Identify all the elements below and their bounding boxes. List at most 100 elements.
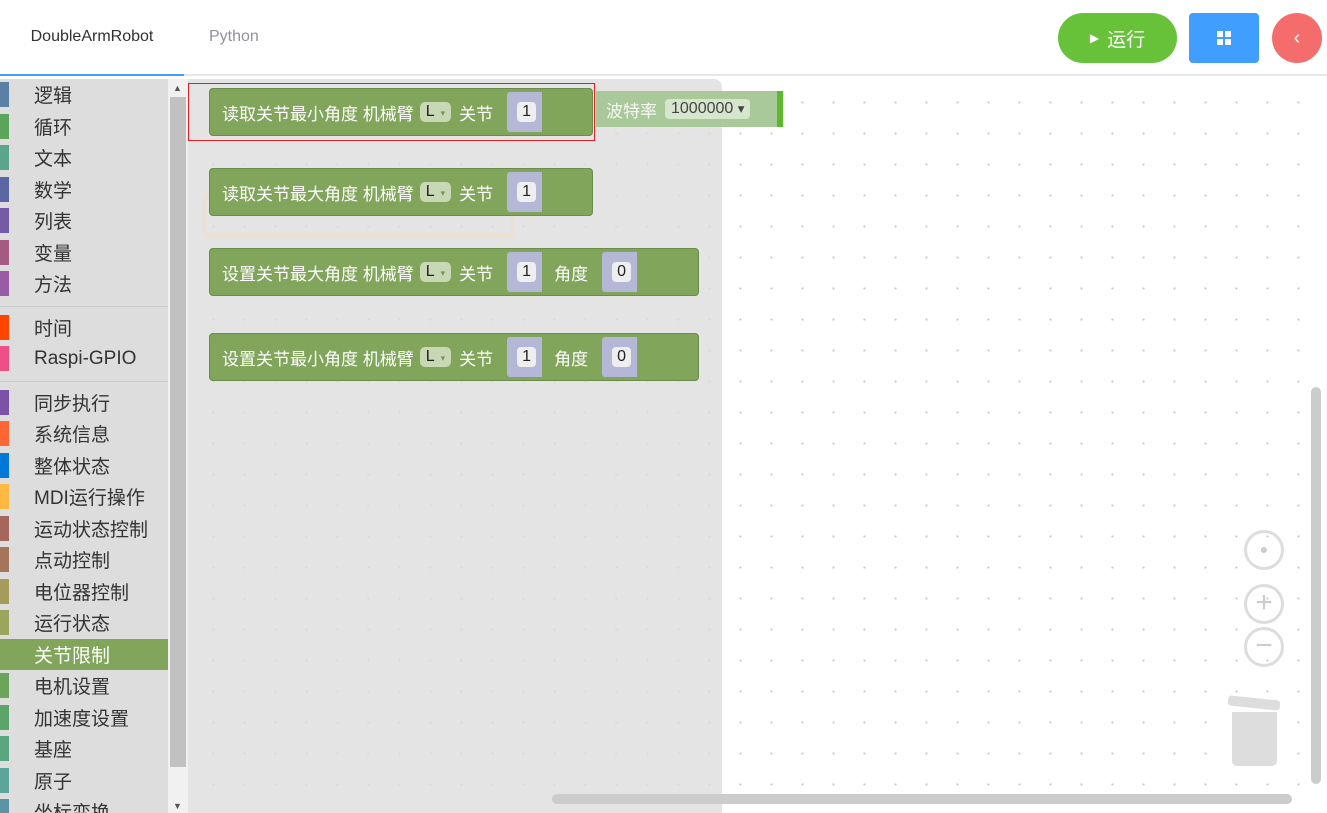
sidebar-item[interactable]: 电机设置 [0,670,168,702]
arm-dropdown[interactable]: L▾ [419,182,452,202]
category-color-swatch [0,421,9,447]
category-color-swatch [0,208,9,234]
joint-input[interactable]: 1 [507,337,543,377]
tab-doublearmrobot[interactable]: DoubleArmRobot [0,0,184,76]
tab-python[interactable]: Python [209,28,259,45]
sidebar-item[interactable]: 坐标变换 [0,796,168,813]
play-icon: ▶ [1089,31,1100,45]
sidebar-item[interactable]: 同步执行 [0,387,168,419]
scroll-up-icon[interactable]: ▲ [173,83,182,93]
recenter-icon[interactable]: ● [1244,530,1284,570]
sidebar-item-label: 整体状态 [34,456,111,478]
scroll-down-icon[interactable]: ▼ [173,801,182,811]
sidebar-item[interactable]: 文本 [0,142,168,174]
joint-limit-block[interactable]: 读取关节最小角度 机械臂 L▾ 关节 1 [209,88,593,136]
angle-label: 角度 [554,264,589,284]
sidebar-item-label: 列表 [34,212,73,234]
grid-button[interactable] [1189,13,1259,63]
sidebar-item-label: 运行状态 [34,614,111,636]
arm-dropdown[interactable]: L▾ [419,347,452,367]
sidebar-item[interactable]: 原子 [0,765,168,797]
toolbox-scrollbar[interactable]: ▲ ▼ [168,79,188,813]
angle-input[interactable]: 0 [602,252,637,292]
category-color-swatch [0,641,9,667]
sidebar-item[interactable]: 电位器控制 [0,576,168,608]
sidebar-item[interactable]: 方法 [0,268,168,300]
sidebar-item[interactable]: Raspi-GPIO [0,343,168,375]
sidebar-item-label: 坐标变换 [34,798,110,813]
angle-input[interactable]: 0 [602,337,637,377]
sidebar-item-label: 逻辑 [34,86,73,108]
zoom-in-icon[interactable]: + [1244,584,1284,624]
category-color-swatch [0,547,9,573]
workspace-vscrollbar[interactable] [1311,387,1321,784]
sidebar-item[interactable]: 关节限制 [0,638,168,670]
run-button[interactable]: ▶运行 [1058,13,1177,63]
sidebar-item[interactable]: 数学 [0,174,168,206]
joint-label: 关节 [459,184,494,204]
scrollbar-thumb[interactable] [170,97,186,767]
sidebar-item[interactable]: 系统信息 [0,418,168,450]
baud-dropdown[interactable]: 1000000 ▾ [665,99,751,119]
arm-dropdown[interactable]: L▾ [419,102,452,122]
category-color-swatch [0,176,9,202]
category-color-swatch [0,767,9,793]
sidebar-item[interactable]: 加速度设置 [0,702,168,734]
category-color-swatch [0,799,9,813]
trash-icon[interactable] [1232,712,1277,766]
workspace-hscrollbar[interactable] [552,794,1292,804]
category-color-swatch [0,82,9,108]
sidebar-item-label: 同步执行 [34,393,111,415]
joint-input[interactable]: 1 [507,172,543,212]
sidebar-item-label: 循环 [34,117,73,139]
sidebar-item-label: 方法 [34,275,73,297]
sidebar-item-label: 时间 [34,318,73,340]
back-button[interactable]: ‹ [1272,13,1322,63]
header: DoubleArmRobot Python ▶运行 ‹ [0,0,1327,76]
sidebar-item[interactable]: 时间 [0,312,168,344]
sidebar-item[interactable]: 列表 [0,205,168,237]
sidebar-item-label: MDI运行操作 [34,488,145,510]
sidebar-item[interactable]: 循环 [0,111,168,143]
sidebar-item-label: 电位器控制 [34,582,130,604]
sidebar-item-label: 基座 [34,740,73,762]
sidebar-item[interactable]: 整体状态 [0,450,168,482]
sidebar-item-label: 加速度设置 [34,708,130,730]
sidebar-item[interactable]: 点动控制 [0,544,168,576]
sidebar-item[interactable]: 逻辑 [0,79,168,111]
block-text: 设置关节最小角度 机械臂 [222,349,414,369]
sidebar-item-label: 变量 [34,243,73,265]
toolbox-sidebar: 逻辑循环文本数学列表变量方法时间 Raspi-GPIO 同步执行系统信息整体状态 MD… [0,79,168,813]
sidebar-item-label: 关节限制 [34,645,111,667]
category-color-swatch [0,610,9,636]
arm-dropdown[interactable]: L▾ [419,262,452,282]
joint-input[interactable]: 1 [507,92,543,132]
sidebar-item-label: 点动控制 [34,551,111,573]
sidebar-item[interactable]: 运行状态 [0,607,168,639]
sidebar-item[interactable]: 基座 [0,733,168,765]
sidebar-item-label: 电机设置 [34,677,111,699]
category-color-swatch [0,578,9,604]
sidebar-item-label: 文本 [34,149,73,171]
baud-rate-block[interactable]: 波特率 1000000 ▾ [596,91,783,127]
zoom-out-icon[interactable]: − [1244,627,1284,667]
sidebar-item-label: Raspi-GPIO [34,347,137,369]
sidebar-item-label: 原子 [34,771,73,793]
block-text: 读取关节最大角度 机械臂 [222,184,414,204]
joint-label: 关节 [459,264,494,284]
joint-input[interactable]: 1 [507,252,543,292]
category-color-swatch [0,346,9,372]
category-color-swatch [0,113,9,139]
grid-icon [1217,31,1231,45]
baud-label: 波特率 [606,101,657,121]
sidebar-item-label: 系统信息 [34,425,111,447]
category-color-swatch [0,314,9,340]
joint-limit-block[interactable]: 读取关节最大角度 机械臂 L▾ 关节 1 [209,168,593,216]
category-color-swatch [0,452,9,478]
sidebar-item[interactable]: 运动状态控制 [0,513,168,545]
category-color-swatch [0,239,9,265]
sidebar-item[interactable]: MDI运行操作 [0,481,168,513]
sidebar-item[interactable]: 变量 [0,237,168,269]
